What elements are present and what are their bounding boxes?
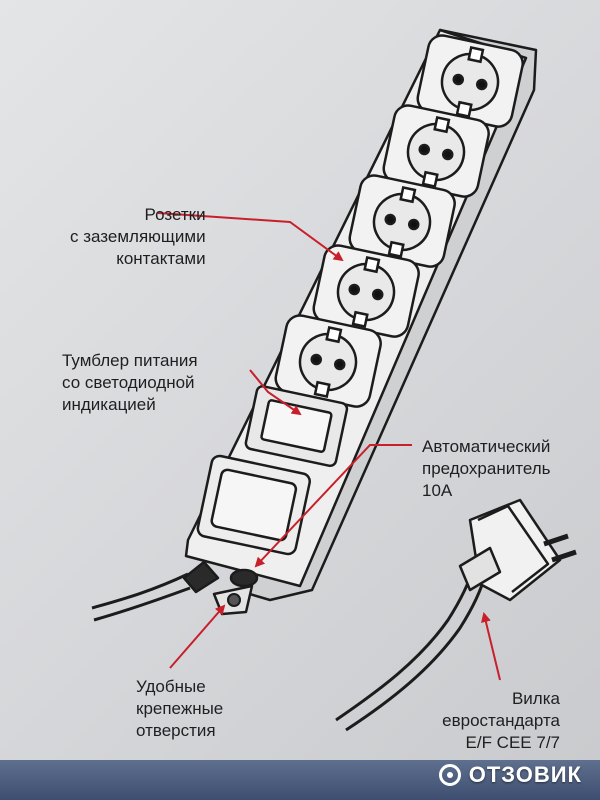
bottom-bar (0, 760, 600, 800)
arrow-sockets (157, 212, 344, 262)
sockets-group (196, 34, 524, 556)
socket-5 (274, 314, 382, 408)
arrow-switch (249, 369, 302, 416)
blank-panel (196, 454, 311, 556)
annotation-arrows (157, 212, 501, 681)
arrow-plug (481, 612, 501, 681)
socket-2 (382, 104, 490, 198)
arrow-holes (169, 604, 226, 669)
label-mounting-holes: Удобные крепежные отверстия (136, 677, 224, 740)
power-switch (244, 385, 349, 468)
watermark-text: ОТЗОВИК (468, 762, 582, 787)
socket-3 (348, 174, 456, 268)
label-sockets: Розетки с заземляющими контактами (70, 205, 206, 268)
label-plug: Вилка евростандарта E/F CEE 7/7 (442, 689, 560, 752)
label-fuse: Автоматический предохранитель 10A (422, 437, 551, 500)
socket-4 (312, 244, 420, 338)
arrow-fuse (254, 444, 412, 568)
watermark: ОТЗОВИК (438, 762, 582, 788)
label-power-switch: Тумблер питания со светодиодной индикаци… (62, 351, 198, 414)
socket-1 (416, 34, 524, 128)
euro-plug-illustration (335, 498, 577, 732)
eye-logo-icon (438, 764, 461, 786)
